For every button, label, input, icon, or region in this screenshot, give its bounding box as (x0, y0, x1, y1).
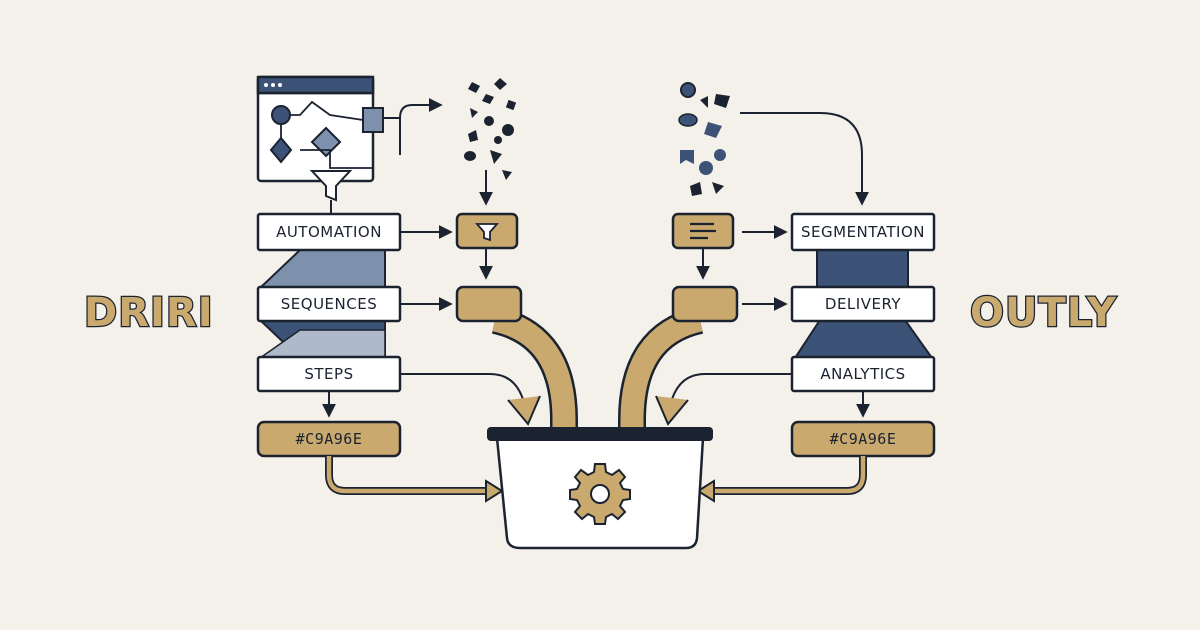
left-color-tag: #C9A96E (256, 420, 402, 458)
left-color-tag-label: #C9A96E (296, 430, 363, 448)
brand-right-logo: OUTLY (969, 289, 1118, 338)
workflow-window-icon (256, 75, 384, 183)
text-lines-icon (690, 222, 716, 240)
left-pipe-pill (455, 285, 523, 323)
lines-pill (671, 212, 735, 250)
filter-icon (475, 223, 499, 242)
steps-box: STEPS (256, 355, 402, 393)
funnel-icon (309, 170, 353, 213)
analytics-box: ANALYTICS (790, 355, 936, 393)
data-particles-right (678, 82, 730, 196)
brand-left-logo: DRIRI (83, 289, 214, 338)
steps-label: STEPS (304, 365, 353, 383)
sequences-box: SEQUENCES (256, 285, 402, 323)
right-color-tag: #C9A96E (790, 420, 936, 458)
analytics-label: ANALYTICS (820, 365, 905, 383)
segmentation-label: SEGMENTATION (801, 223, 925, 241)
sequences-label: SEQUENCES (281, 295, 377, 313)
delivery-label: DELIVERY (825, 295, 902, 313)
gear-icon (569, 463, 631, 525)
delivery-box: DELIVERY (790, 285, 936, 323)
automation-label: AUTOMATION (276, 223, 382, 241)
filter-pill (455, 212, 519, 250)
data-particles-left (464, 78, 517, 180)
right-pipe-pill (671, 285, 739, 323)
segmentation-box: SEGMENTATION (790, 212, 936, 252)
right-color-tag-label: #C9A96E (830, 430, 897, 448)
automation-box: AUTOMATION (256, 212, 402, 252)
